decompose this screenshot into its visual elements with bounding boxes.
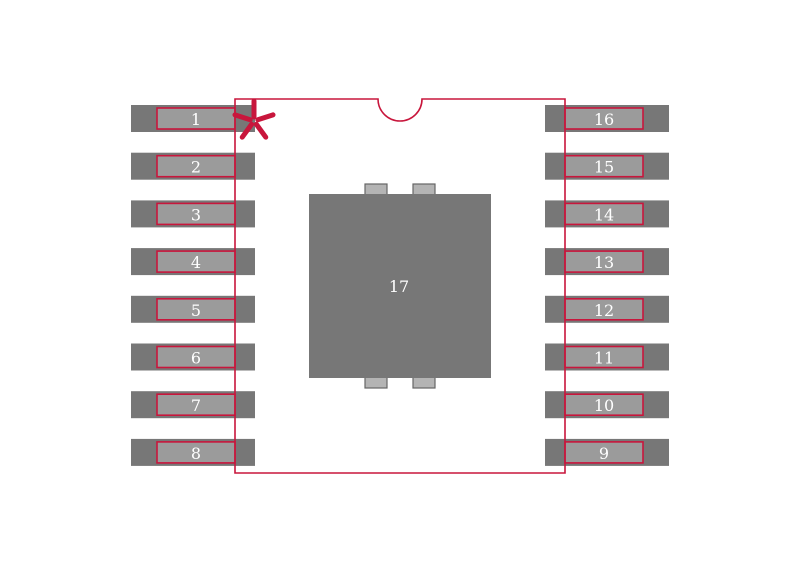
thermal-tab bbox=[412, 376, 436, 389]
thermal-tab bbox=[412, 183, 436, 196]
pad-label: 10 bbox=[594, 396, 614, 415]
pad-label: 8 bbox=[191, 444, 201, 463]
pad-label: 9 bbox=[599, 444, 609, 463]
pad-7: 7 bbox=[131, 391, 255, 419]
pad-8: 8 bbox=[131, 438, 255, 466]
pad-label: 7 bbox=[191, 396, 201, 415]
pad-label: 11 bbox=[594, 349, 614, 368]
pad-4: 4 bbox=[131, 248, 255, 276]
pad-label: 5 bbox=[191, 301, 201, 320]
pad-label: 12 bbox=[594, 301, 614, 320]
pad-16: 16 bbox=[545, 105, 669, 132]
pad-5: 5 bbox=[131, 295, 255, 323]
thermal-pad: 17 bbox=[309, 183, 491, 389]
pad-14: 14 bbox=[545, 200, 669, 228]
pad-label: 2 bbox=[191, 158, 201, 177]
pad-label: 15 bbox=[594, 158, 614, 177]
pad-13: 13 bbox=[545, 248, 669, 276]
package-outline bbox=[234, 98, 566, 474]
pad-10: 10 bbox=[545, 391, 669, 419]
pad-label: 16 bbox=[594, 110, 614, 129]
pad-label: 3 bbox=[191, 205, 201, 224]
pad-label: 14 bbox=[594, 205, 614, 224]
thermal-tab bbox=[364, 376, 388, 389]
pad-6: 6 bbox=[131, 343, 255, 371]
pad-1: 1 bbox=[131, 105, 255, 132]
pad-15: 15 bbox=[545, 152, 669, 180]
left-pad-column: 1 2 3 4 5 6 7 8 bbox=[131, 105, 255, 466]
thermal-pad-body bbox=[309, 194, 491, 378]
thermal-tab bbox=[364, 183, 388, 196]
pad-label: 6 bbox=[191, 349, 201, 368]
right-pad-column: 16 15 14 13 12 11 10 9 bbox=[545, 105, 669, 466]
pad-3: 3 bbox=[131, 200, 255, 228]
pad-12: 12 bbox=[545, 295, 669, 323]
thermal-pad-label: 17 bbox=[389, 277, 409, 296]
pad-11: 11 bbox=[545, 343, 669, 371]
asterisk-icon bbox=[232, 98, 276, 140]
pad-label: 13 bbox=[594, 253, 614, 272]
pad-label: 1 bbox=[191, 110, 201, 129]
pad-label: 4 bbox=[191, 253, 201, 272]
pad-2: 2 bbox=[131, 152, 255, 180]
pad-9: 9 bbox=[545, 438, 669, 466]
